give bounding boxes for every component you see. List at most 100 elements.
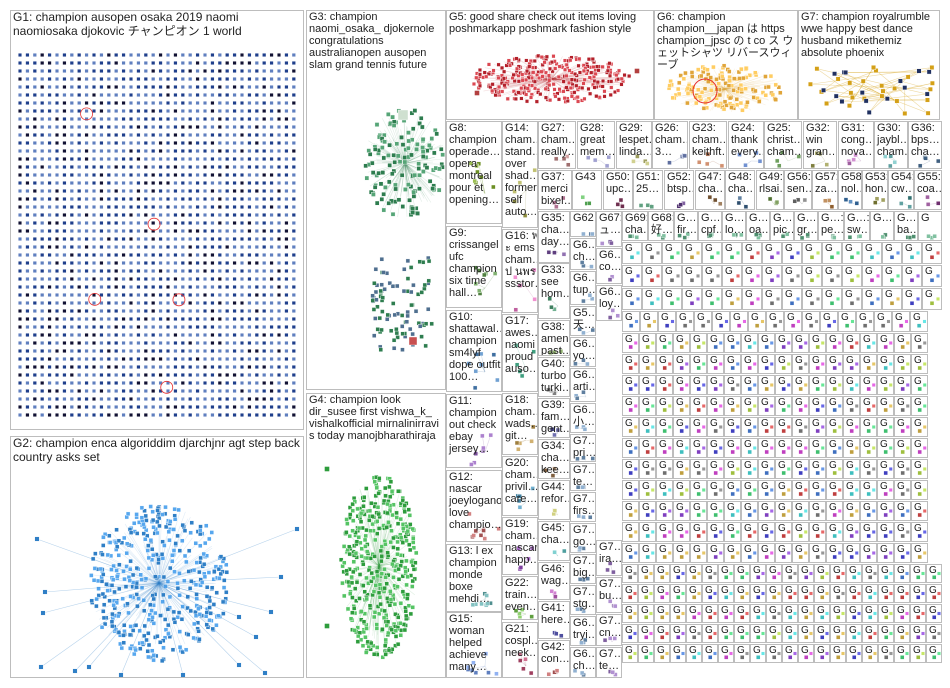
node	[158, 325, 163, 330]
node	[183, 647, 189, 653]
node	[121, 269, 126, 274]
node	[151, 196, 156, 201]
node	[409, 289, 414, 295]
node	[69, 349, 74, 354]
node	[55, 285, 60, 290]
node	[173, 541, 178, 546]
node	[69, 148, 74, 153]
node	[202, 293, 207, 298]
node	[106, 413, 111, 418]
node	[380, 295, 385, 300]
node	[210, 132, 215, 137]
node	[106, 349, 111, 354]
group-panel-g57: G57: za…	[812, 170, 838, 210]
node	[195, 333, 200, 338]
node	[678, 202, 683, 207]
node	[291, 148, 296, 153]
node	[354, 539, 360, 544]
node	[385, 550, 390, 555]
node	[55, 277, 60, 282]
node	[409, 302, 414, 308]
node	[406, 603, 412, 608]
node	[667, 160, 672, 165]
node	[128, 92, 133, 97]
node	[269, 172, 274, 177]
node	[247, 236, 252, 241]
node	[277, 341, 282, 346]
node	[122, 623, 127, 628]
node	[601, 78, 606, 83]
edge	[404, 157, 435, 164]
node	[401, 622, 407, 627]
node	[342, 560, 347, 566]
node	[438, 146, 444, 152]
node	[99, 269, 104, 274]
group-label: G2: champion enca algoriddim djarchjnr a…	[13, 436, 304, 464]
node	[262, 260, 267, 265]
group-panel-l-g7-firs: G7…: firs…	[570, 492, 596, 522]
node	[143, 220, 148, 225]
group-panel-l-g-cpf: G…: cpf…	[698, 211, 722, 241]
node	[114, 325, 119, 330]
node	[121, 180, 126, 185]
node	[136, 108, 141, 113]
node	[411, 194, 417, 199]
node	[195, 164, 200, 169]
node	[62, 156, 67, 161]
node	[491, 68, 496, 73]
group-panel-l-g69: G69: cha…	[622, 211, 648, 241]
node	[582, 96, 587, 101]
node	[347, 551, 352, 557]
group-label: G57: za…	[815, 171, 838, 195]
node	[254, 309, 259, 314]
group-panel-g52: G52: btsp…	[664, 170, 694, 210]
node	[490, 82, 495, 87]
cluster-graph	[34, 504, 300, 677]
node	[247, 132, 252, 137]
node	[188, 301, 193, 306]
node	[137, 628, 142, 634]
node	[55, 92, 60, 97]
node	[136, 148, 141, 153]
node	[195, 220, 200, 225]
node	[414, 550, 419, 556]
node	[210, 277, 215, 282]
node	[284, 100, 289, 105]
node	[158, 349, 163, 354]
node	[291, 277, 296, 282]
group-label: G24: thank every…	[731, 122, 763, 158]
node	[99, 204, 104, 209]
node	[629, 255, 635, 260]
edge	[94, 566, 160, 584]
node	[134, 592, 139, 597]
node	[410, 605, 415, 610]
node	[254, 92, 259, 97]
node	[55, 100, 60, 105]
node	[136, 172, 141, 177]
node	[936, 201, 941, 206]
node	[371, 307, 377, 312]
node	[277, 244, 282, 249]
node	[472, 385, 478, 391]
node	[106, 212, 111, 217]
node	[409, 110, 415, 116]
node	[195, 277, 200, 282]
node	[524, 92, 529, 97]
node	[399, 313, 405, 318]
node	[417, 324, 423, 329]
node	[128, 188, 133, 193]
node	[217, 575, 222, 581]
node	[562, 58, 567, 63]
node	[17, 61, 22, 66]
node	[225, 108, 230, 113]
node	[518, 658, 523, 663]
node	[99, 140, 104, 145]
node	[25, 244, 30, 249]
node	[389, 489, 395, 494]
node	[247, 365, 252, 370]
edge	[371, 564, 380, 567]
node	[40, 92, 45, 97]
node	[741, 75, 746, 81]
node	[254, 220, 259, 225]
node	[47, 172, 52, 177]
